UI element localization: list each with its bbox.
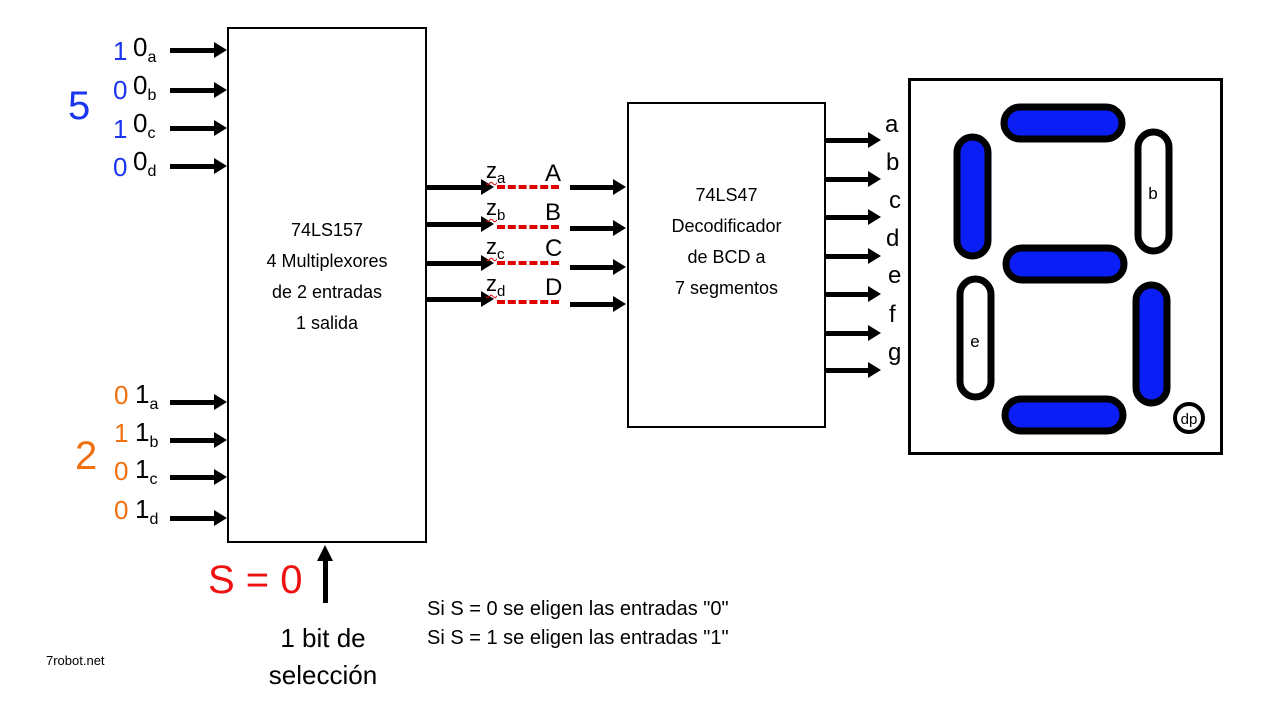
input-0b-label: 0b (133, 70, 157, 104)
decoder-input-c-label: C (545, 235, 563, 262)
link-d-dashed (497, 300, 559, 304)
decoder-output-d-arrow (825, 248, 881, 264)
decoder-output-c-label: c (889, 187, 901, 214)
rule-s0: Si S = 0 se eligen las entradas "0" (427, 598, 729, 620)
selection-rules: Si S = 0 se eligen las entradas "0" Si S… (427, 595, 729, 653)
decoder-input-d-arrow (570, 296, 626, 312)
mux-output-a-arrow (426, 179, 494, 195)
mux-line-1: 74LS157 (290, 220, 364, 240)
decoder-line-4: 7 segmentos (674, 278, 779, 298)
decoder-line-1: 74LS47 (695, 185, 758, 205)
input-0b-arrow (170, 82, 227, 98)
input-0b-bit: 0 (113, 75, 128, 105)
mux-output-b-label: zb (486, 195, 506, 225)
input-0c-arrow (170, 120, 227, 136)
mux-output-a-label: za (486, 158, 506, 188)
decoder-output-g-label: g (888, 339, 902, 366)
decoder-output-b-label: b (886, 149, 900, 176)
input-0a-arrow (170, 42, 227, 58)
decoder-output-d-label: d (886, 225, 900, 252)
rule-s1: Si S = 1 se eligen las entradas "1" (427, 627, 729, 649)
decoder-input-a-label: A (545, 160, 562, 187)
segment-b (1134, 128, 1173, 255)
watermark: 7robot.net (46, 653, 105, 668)
input-1a-label: 1a (135, 379, 159, 413)
input-0d-bit: 0 (113, 152, 128, 182)
select-caption: 1 bit de selección (260, 620, 386, 694)
decoder-output-e-arrow (825, 286, 881, 302)
decoder-input-a-arrow (570, 179, 626, 195)
decoder-output-e-label: e (888, 262, 902, 289)
decoder-line-2: Decodificador (671, 216, 782, 236)
decoder-output-a-label: a (885, 111, 899, 138)
mux-line-3: de 2 entradas (271, 282, 383, 302)
link-c-dashed (497, 261, 559, 265)
decoder-output-a-arrow (825, 132, 881, 148)
segment-e (956, 275, 995, 401)
decoder-input-b-label: B (545, 199, 562, 226)
mux-line-4: 1 salida (295, 313, 359, 333)
mux-output-c-arrow (426, 255, 494, 271)
segment-e-label: e (970, 332, 979, 351)
input-1a-bit: 0 (114, 380, 129, 410)
segment-b-label: b (1148, 184, 1157, 203)
decoder-output-b-arrow (825, 171, 881, 187)
input-1d-label: 1d (135, 494, 159, 528)
link-a-dashed (497, 185, 559, 189)
seven-segment-svg: b e dp (953, 103, 1205, 435)
input-1a-arrow (170, 394, 227, 410)
select-caption-line-1: 1 bit de (280, 623, 366, 653)
input-1c-arrow (170, 469, 227, 485)
input-0c-bit: 1 (113, 114, 128, 144)
link-b-dashed (497, 225, 559, 229)
decoder-input-b-arrow (570, 220, 626, 236)
select-arrow (317, 545, 333, 603)
input-1d-arrow (170, 510, 227, 526)
input-group-0-decimal: 5 (68, 84, 91, 128)
input-0a-label: 0a (133, 32, 157, 66)
mux-label: 74LS157 4 Multiplexores de 2 entradas 1 … (229, 215, 425, 339)
mux-output-b-arrow (426, 216, 494, 232)
segment-a (1000, 103, 1126, 143)
decoder-74ls47-block: 74LS47 Decodificador de BCD a 7 segmento… (627, 102, 826, 428)
decoder-output-f-arrow (825, 325, 881, 341)
input-1b-arrow (170, 432, 227, 448)
decoder-output-g-arrow (825, 362, 881, 378)
mux-74ls157-block: 74LS157 4 Multiplexores de 2 entradas 1 … (227, 27, 427, 543)
seven-segment-display: b e dp (908, 78, 1223, 455)
segment-f (953, 133, 992, 260)
input-0d-arrow (170, 158, 227, 174)
decoder-input-c-arrow (570, 259, 626, 275)
mux-output-d-arrow (426, 291, 494, 307)
segment-g (1002, 244, 1128, 284)
decoder-output-f-label: f (889, 301, 896, 328)
segment-d (1001, 395, 1127, 435)
input-group-1-decimal: 2 (75, 434, 98, 478)
decoder-input-d-label: D (545, 274, 563, 301)
input-0a-bit: 1 (113, 36, 128, 66)
select-value-label: S = 0 (208, 558, 303, 602)
decimal-point-label: dp (1181, 411, 1198, 428)
input-1b-bit: 1 (114, 418, 129, 448)
input-1d-bit: 0 (114, 495, 129, 525)
decoder-label: 74LS47 Decodificador de BCD a 7 segmento… (629, 180, 824, 304)
input-0c-label: 0c (133, 108, 156, 142)
input-1b-label: 1b (135, 417, 159, 451)
mux-output-d-label: zd (486, 271, 506, 301)
select-caption-line-2: selección (268, 660, 378, 690)
decimal-point (1173, 402, 1205, 434)
decoder-output-c-arrow (825, 209, 881, 225)
mux-output-c-label: zc (486, 234, 505, 264)
segment-c (1132, 281, 1171, 407)
input-1c-bit: 0 (114, 456, 129, 486)
mux-line-2: 4 Multiplexores (266, 251, 388, 271)
input-1c-label: 1c (135, 454, 158, 488)
input-0d-label: 0d (133, 146, 157, 180)
decoder-line-3: de BCD a (687, 247, 766, 267)
